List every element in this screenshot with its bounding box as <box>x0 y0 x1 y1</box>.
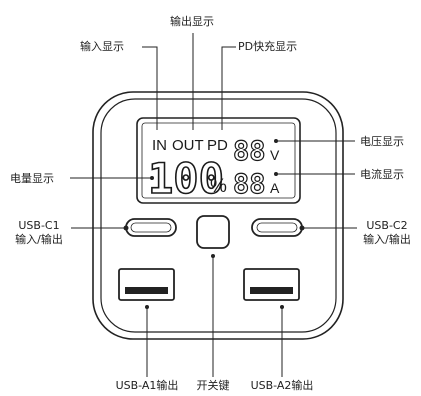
label-usb-c1-sub: 输入/输出 <box>15 233 63 246</box>
lcd-frame <box>136 117 301 204</box>
label-usb-c2-sub: 输入/输出 <box>363 233 411 246</box>
label-usb-c1: USB-C1 <box>18 219 60 232</box>
label-current-display: 电流显示 <box>360 168 404 181</box>
lcd-current-digits: 88 <box>233 169 266 200</box>
label-power-key: 开关键 <box>196 379 230 392</box>
dot-usb-c2 <box>299 225 305 231</box>
leader-pd <box>221 46 236 130</box>
lcd-voltage-unit: V <box>270 147 280 163</box>
leader-dots <box>123 139 305 309</box>
label-input-display: 输入显示 <box>80 40 124 53</box>
label-usb-a2: USB-A2输出 <box>250 379 314 392</box>
usb-a1-port <box>118 268 175 301</box>
dot-usb-a1 <box>145 305 149 309</box>
dot-battery <box>150 176 154 180</box>
power-key <box>196 215 230 249</box>
lcd-out-text: OUT <box>172 137 204 154</box>
lcd-pd-text: PD <box>207 137 228 154</box>
label-pd-display: PD快充显示 <box>238 40 298 53</box>
usb-a2-port-tongue <box>250 287 293 294</box>
dot-power-key <box>211 254 215 258</box>
label-usb-c2: USB-C2 <box>366 219 408 232</box>
leader-lines <box>70 33 357 377</box>
lcd-battery-digits: 100 <box>148 154 224 203</box>
label-usb-a1: USB-A1输出 <box>115 379 179 392</box>
usb-a2-port <box>243 268 300 301</box>
usb-a1-port-tongue <box>125 287 168 294</box>
dot-usb-a2 <box>280 305 284 309</box>
usb-c2-port-inner <box>256 222 298 233</box>
lcd-current-unit: A <box>270 180 280 196</box>
dot-current <box>274 172 278 176</box>
leader-input <box>142 46 158 130</box>
dot-usb-c1 <box>123 225 129 231</box>
dot-voltage <box>274 139 278 143</box>
label-output-display: 输出显示 <box>170 15 214 28</box>
device-inner-outline <box>100 98 337 333</box>
lcd-percent: % <box>210 176 227 197</box>
lcd-screen <box>141 122 296 199</box>
lcd-voltage-digits: 88 <box>233 136 266 167</box>
lcd-in-text: IN <box>152 137 167 154</box>
usb-c1-port-inner <box>130 222 172 233</box>
label-voltage-display: 电压显示 <box>360 135 404 148</box>
label-battery-display: 电量显示 <box>10 172 54 185</box>
